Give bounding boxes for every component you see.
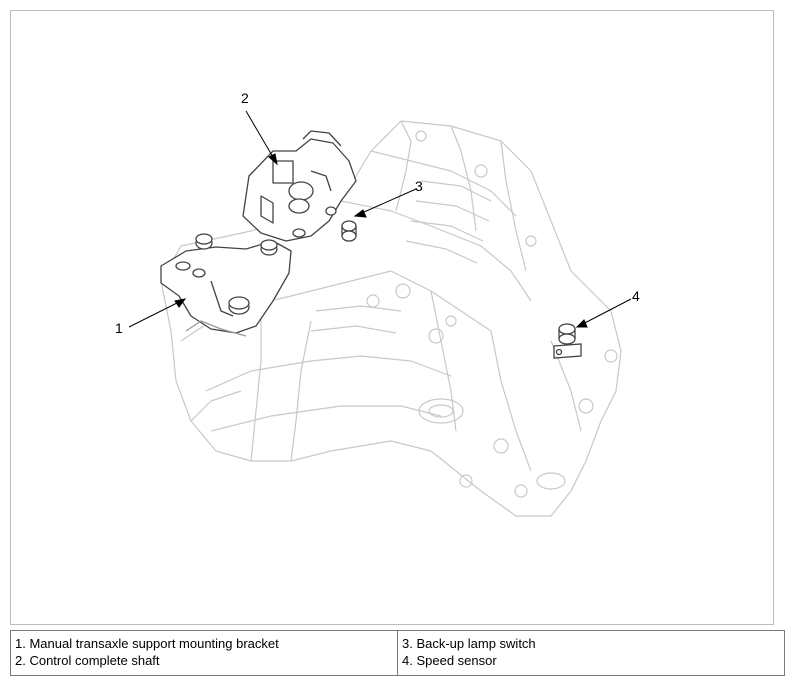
legend-column-left: 1. Manual transaxle support mounting bra… bbox=[10, 630, 398, 676]
speed-sensor bbox=[553, 323, 582, 359]
callout-2: 2 bbox=[241, 90, 249, 106]
diagram-frame: 1 2 3 4 bbox=[10, 10, 774, 625]
control-complete-shaft bbox=[242, 130, 357, 242]
support-mounting-bracket bbox=[160, 233, 292, 337]
leader-lines bbox=[128, 110, 632, 328]
back-up-lamp-switch bbox=[341, 220, 357, 242]
callout-4: 4 bbox=[632, 288, 640, 304]
legend-item-2: 2. Control complete shaft bbox=[15, 653, 160, 668]
legend-table: 1. Manual transaxle support mounting bra… bbox=[10, 630, 785, 676]
callout-3: 3 bbox=[415, 178, 423, 194]
legend-item-4: 4. Speed sensor bbox=[402, 653, 497, 668]
callout-1: 1 bbox=[115, 320, 123, 336]
legend-item-1: 1. Manual transaxle support mounting bra… bbox=[15, 636, 279, 651]
transaxle-illustration: 1 2 3 4 bbox=[115, 90, 640, 517]
legend-column-right: 3. Back-up lamp switch 4. Speed sensor bbox=[397, 630, 785, 676]
legend-item-3: 3. Back-up lamp switch bbox=[402, 636, 536, 651]
